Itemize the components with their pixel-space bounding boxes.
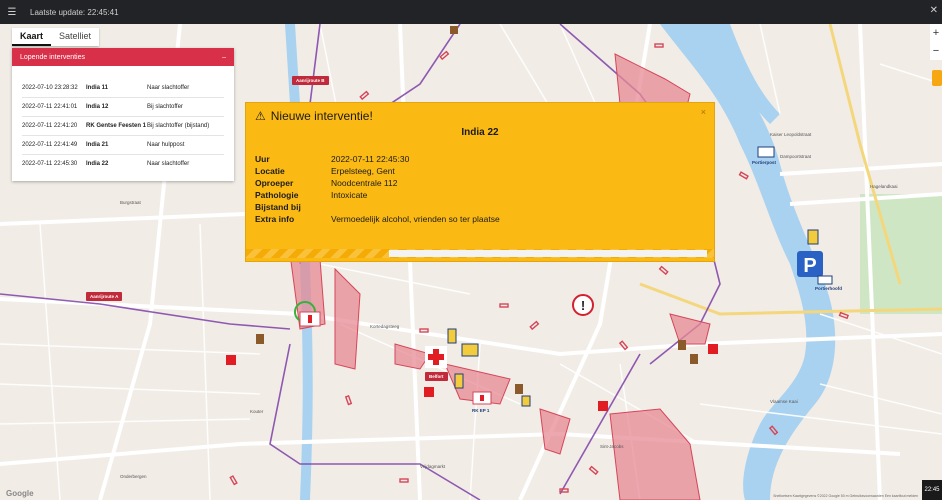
zoom-in-button[interactable]: + <box>932 27 940 39</box>
new-intervention-dialog: ⚠ Nieuwe interventie! × India 22 Uur 2022… <box>245 102 715 262</box>
panel-title: Lopende interventies <box>20 53 85 61</box>
field-row: Oproeper Noodcentrale 112 <box>255 177 500 189</box>
field-key: Uur <box>255 154 270 164</box>
warning-icon: ⚠ <box>255 109 266 123</box>
intervention-status: Bij slachtoffer (bijstand) <box>147 123 210 129</box>
intervention-status: Naar hulppost <box>147 142 185 148</box>
countdown-progress-bar <box>389 250 707 257</box>
zoom-out-button[interactable]: − <box>932 45 940 57</box>
clock-display: 22:45 <box>922 480 942 500</box>
dialog-fields: Uur 2022-07-11 22:45:30 Locatie Erpelsteeg… <box>255 153 500 225</box>
river-branch <box>700 24 780 124</box>
poi-markers <box>256 26 698 394</box>
field-row: Extra info Vermoedelijk alcohol, vrienden… <box>255 213 500 225</box>
street-label: Vrijdagmarkt <box>420 464 446 469</box>
dialog-close-button[interactable]: × <box>700 107 706 117</box>
field-value: Noodcentrale 112 <box>331 178 398 188</box>
route-label-b: Aanrijroute B <box>292 76 329 85</box>
google-logo: Google <box>6 489 34 498</box>
intervention-row[interactable]: 2022-07-11 22:41:49 India 21 Naar hulppo… <box>22 135 224 154</box>
route-label-a: Aanrijroute A <box>86 292 123 301</box>
field-key: Bijstand bij <box>255 202 301 212</box>
park-area <box>860 194 942 314</box>
intervention-row[interactable]: 2022-07-11 22:45:30 India 22 Naar slacht… <box>22 154 224 173</box>
street-label: Kaiser Leopoldstraat <box>770 132 812 137</box>
map-type-control: Kaart Satelliet <box>12 28 100 46</box>
zoom-control: + − <box>930 24 942 60</box>
countdown-progress <box>246 249 714 258</box>
intervention-time: 2022-07-11 22:41:49 <box>22 142 78 148</box>
unit-label: RK EP 1 <box>472 408 490 413</box>
svg-text:P: P <box>803 255 816 277</box>
intervention-unit: India 21 <box>86 142 109 148</box>
field-value: Erpelsteeg, Gent <box>331 166 395 176</box>
last-update-text: Laatste update: 22:45:41 <box>30 7 119 17</box>
field-row: Uur 2022-07-11 22:45:30 <box>255 153 500 165</box>
intervention-unit: India 12 <box>86 104 109 110</box>
field-key: Pathologie <box>255 190 299 200</box>
field-value: Vermoedelijk alcohol, vrienden so ter pl… <box>331 214 500 224</box>
intervention-time: 2022-07-11 22:41:01 <box>22 104 78 110</box>
intervention-time: 2022-07-11 22:45:30 <box>22 161 78 167</box>
street-label: Hagelandkaai <box>870 184 898 189</box>
intervention-time: 2022-07-10 23:28:32 <box>22 84 78 91</box>
map-attribution[interactable]: Sneltoetsen Kaartgegevens ©2022 Google 5… <box>773 494 918 498</box>
street-label: Kortedagsteeg <box>370 324 400 329</box>
dialog-title: ⚠ Nieuwe interventie! <box>255 109 373 123</box>
map-type-satellite-button[interactable]: Satelliet <box>59 31 92 41</box>
intervention-unit: RK Gentse Feesten 1 <box>86 123 147 129</box>
hamburger-icon[interactable]: ☰ <box>7 6 17 18</box>
interventions-list: 2022-07-10 23:28:32 India 11 Naar slacht… <box>12 66 234 181</box>
intervention-status: Naar slachtoffer <box>147 161 190 167</box>
map-type-map-button[interactable]: Kaart <box>12 28 52 46</box>
field-key: Extra info <box>255 214 295 224</box>
street-label: Sint-Jacobs <box>600 444 624 449</box>
new-incident-marker[interactable]: ! <box>572 294 594 316</box>
street-label: Kouter <box>250 409 264 414</box>
dialog-unit-name: India 22 <box>461 127 499 138</box>
major-roads <box>639 24 942 316</box>
river-lieve <box>285 24 313 500</box>
intervention-time: 2022-07-11 22:41:20 <box>22 123 78 129</box>
interventions-panel: Lopende interventies – 2022-07-10 23:28:… <box>12 48 234 181</box>
intervention-status: Naar slachtoffer <box>147 84 190 91</box>
street-label: Vlaamse Kaai <box>770 399 798 404</box>
street-label: Dampoortstraat <box>780 154 812 159</box>
street-label: Burgstraat <box>120 200 141 205</box>
parking-icon[interactable]: P <box>797 251 823 277</box>
intervention-row[interactable]: 2022-07-11 22:41:20 RK Gentse Feesten 1 … <box>22 116 224 135</box>
svg-text:!: ! <box>581 298 585 313</box>
intervention-row[interactable]: 2022-07-10 23:28:32 India 11 Naar slacht… <box>22 78 224 97</box>
belfort-label: Belfort <box>425 372 448 381</box>
close-icon[interactable]: ✕ <box>929 5 938 16</box>
field-value: Intoxicate <box>331 190 368 200</box>
field-key: Locatie <box>255 166 285 176</box>
intervention-unit: India 22 <box>86 161 109 167</box>
field-value: 2022-07-11 22:45:30 <box>331 154 410 164</box>
dialog-title-text: Nieuwe interventie! <box>270 109 373 123</box>
barrier-markers <box>229 43 849 493</box>
field-row: Bijstand bij <box>255 201 500 213</box>
intervention-row[interactable]: 2022-07-11 22:41:01 India 12 Bij slachto… <box>22 97 224 116</box>
field-row: Pathologie Intoxicate <box>255 189 500 201</box>
unit-icons <box>299 146 833 407</box>
top-bar: ☰ Laatste update: 22:45:41 ✕ <box>0 0 942 24</box>
street-view-pegman-icon[interactable] <box>932 70 942 86</box>
medical-markers <box>226 344 718 411</box>
field-row: Locatie Erpelsteeg, Gent <box>255 165 500 177</box>
collapse-button[interactable]: – <box>222 53 226 61</box>
interventions-panel-header[interactable]: Lopende interventies – <box>12 48 234 66</box>
unit-label: Portierpost <box>752 160 777 165</box>
street-label: Onderbergen <box>120 474 147 479</box>
intervention-unit: India 11 <box>86 84 109 91</box>
intervention-status: Bij slachtoffer <box>147 104 183 110</box>
field-key: Oproeper <box>255 178 294 188</box>
first-aid-post-icon[interactable] <box>425 346 447 368</box>
unit-label: Portierhoofd <box>815 286 842 291</box>
